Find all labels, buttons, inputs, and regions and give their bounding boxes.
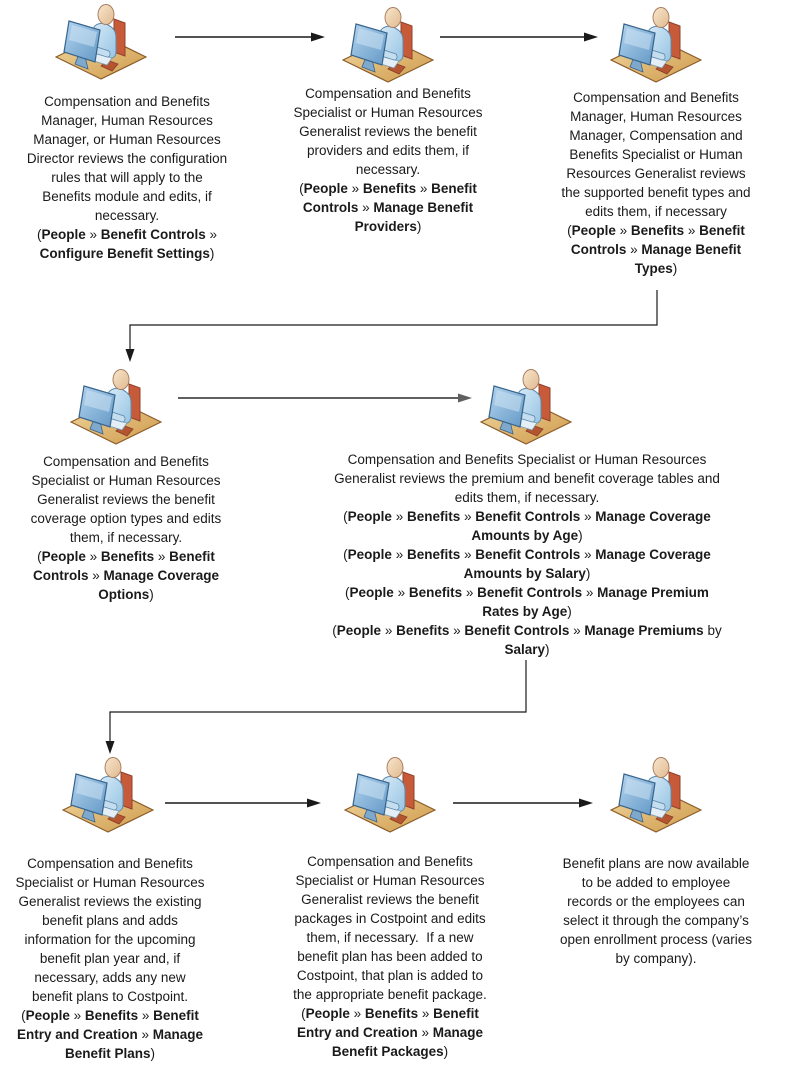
text-line: (People » Benefits » Benefit [21, 1008, 199, 1023]
text-line: rules that will apply to the [51, 170, 203, 185]
text-line: Amounts by Salary) [463, 566, 591, 581]
person-at-computer-icon [55, 2, 147, 80]
text-line: coverage option types and edits [30, 511, 222, 526]
text-line: the supported benefit types and [561, 185, 751, 200]
text-line: necessary. [355, 162, 421, 177]
text-line: the appropriate benefit package. [293, 987, 487, 1002]
text-line: Salary) [504, 642, 550, 657]
text-line: Director reviews the configuration [26, 151, 228, 166]
person-at-computer-icon [344, 755, 436, 833]
text-line: Manager, Compensation and [569, 128, 743, 143]
text-line: Specialist or Human Resources [31, 473, 221, 488]
text-line: benefit plans to Costpoint. [31, 989, 189, 1004]
person-at-computer-icon [342, 5, 434, 83]
text-line: (People » Benefits » Benefit [301, 1006, 479, 1021]
text-line: by company). [615, 951, 697, 966]
person-at-computer-icon [610, 755, 702, 833]
text-line: Benefit plans are now available [562, 856, 750, 871]
text-line: (People » Benefits » Benefit [37, 549, 215, 564]
connector-step3-to-step4 [125, 290, 658, 362]
person-at-computer-icon [480, 367, 572, 445]
text-line: edits them, if necessary [585, 204, 727, 219]
text-line: Controls » Manage Benefit [302, 200, 474, 215]
text-line: them, if necessary. If a new [306, 930, 474, 945]
text-line: Generalist reviews the existing [18, 894, 202, 909]
text-line: them, if necessary. [69, 530, 183, 545]
text-line: Manager, or Human Resources [33, 132, 221, 147]
text-line: Entry and Creation » Manage [16, 1027, 204, 1042]
text-line: Generalist reviews the premium and benef… [334, 471, 720, 486]
text-line: Benefits Specialist or Human [569, 147, 743, 162]
text-line: Providers) [354, 219, 422, 234]
text-line: providers and edits them, if [306, 143, 470, 158]
arrow-step7-to-step8 [453, 798, 593, 808]
person-at-computer-icon [62, 755, 154, 833]
text-line: Compensation and Benefits [573, 90, 739, 105]
text-line: Generalist reviews the benefit [301, 892, 479, 907]
connector-step5-to-step6 [105, 660, 527, 754]
text-line: select it through the company’s [563, 913, 749, 928]
text-line: Compensation and Benefits [44, 94, 210, 109]
text-line: Compensation and Benefits Specialist or … [347, 452, 707, 467]
text-line: necessary, adds any new [34, 970, 186, 985]
text-line: Compensation and Benefits [27, 856, 193, 871]
text-line: (People » Benefits » Benefit Controls » … [343, 509, 711, 524]
text-line: Types) [634, 261, 678, 276]
text-line: Configure Benefit Settings) [39, 246, 215, 261]
text-line: (People » Benefits » Benefit Controls » … [343, 547, 711, 562]
text-line: Amounts by Age) [471, 528, 583, 543]
text-line: (People » Benefits » Benefit Controls » … [332, 623, 722, 638]
text-line: Specialist or Human Resources [293, 105, 483, 120]
text-line: (People » Benefits » Benefit Controls » … [345, 585, 709, 600]
text-line: Controls » Manage Coverage [32, 568, 220, 583]
text-line: Compensation and Benefits [305, 86, 471, 101]
text-line: (People » Benefits » Benefit [299, 181, 477, 196]
text-line: Entry and Creation » Manage [296, 1025, 484, 1040]
step-description-premium-coverage-tables: Compensation and Benefits Specialist or … [272, 450, 782, 659]
text-line: Rates by Age) [482, 604, 572, 619]
text-line: necessary. [94, 208, 160, 223]
text-line: Specialist or Human Resources [15, 875, 205, 890]
text-line: records or the employees can [567, 894, 745, 909]
text-line: Manager, Human Resources [570, 109, 742, 124]
text-line: Costpoint, that plan is added to [296, 968, 484, 983]
person-at-computer-icon [610, 5, 702, 83]
text-line: Generalist reviews the benefit [299, 124, 477, 139]
text-line: packages in Costpoint and edits [294, 911, 486, 926]
text-line: Specialist or Human Resources [295, 873, 485, 888]
text-line: Benefits module and edits, if [42, 189, 212, 204]
text-line: Options) [98, 587, 154, 602]
text-line: Manager, Human Resources [41, 113, 213, 128]
text-line: benefit plan year and, if [39, 951, 181, 966]
arrow-step1-to-step2 [175, 32, 325, 42]
arrow-step6-to-step7 [165, 798, 321, 808]
person-at-computer-icon [70, 367, 162, 445]
text-line: to be added to employee [581, 875, 731, 890]
step-description-benefit-plans-available: Benefit plans are now available to be add… [530, 854, 782, 968]
text-line: Generalist reviews the benefit [37, 492, 215, 507]
text-line: information for the upcoming [24, 932, 196, 947]
text-line: edits them, if necessary. [454, 490, 600, 505]
text-line: open enrollment process (varies [559, 932, 753, 947]
text-line: (People » Benefits » Benefit [567, 223, 745, 238]
text-line: Resources Generalist reviews [566, 166, 746, 181]
text-line: Controls » Manage Benefit [570, 242, 742, 257]
text-line: Compensation and Benefits [43, 454, 209, 469]
text-line: Compensation and Benefits [307, 854, 473, 869]
arrow-step2-to-step3 [440, 32, 598, 42]
text-line: benefit plan has been added to [297, 949, 483, 964]
text-line: benefit plans and adds [42, 913, 178, 928]
text-line: Benefit Packages) [331, 1044, 449, 1059]
arrow-step4-to-step5 [178, 393, 472, 403]
text-line: (People » Benefit Controls » [36, 227, 218, 242]
text-line: Benefit Plans) [64, 1046, 156, 1061]
